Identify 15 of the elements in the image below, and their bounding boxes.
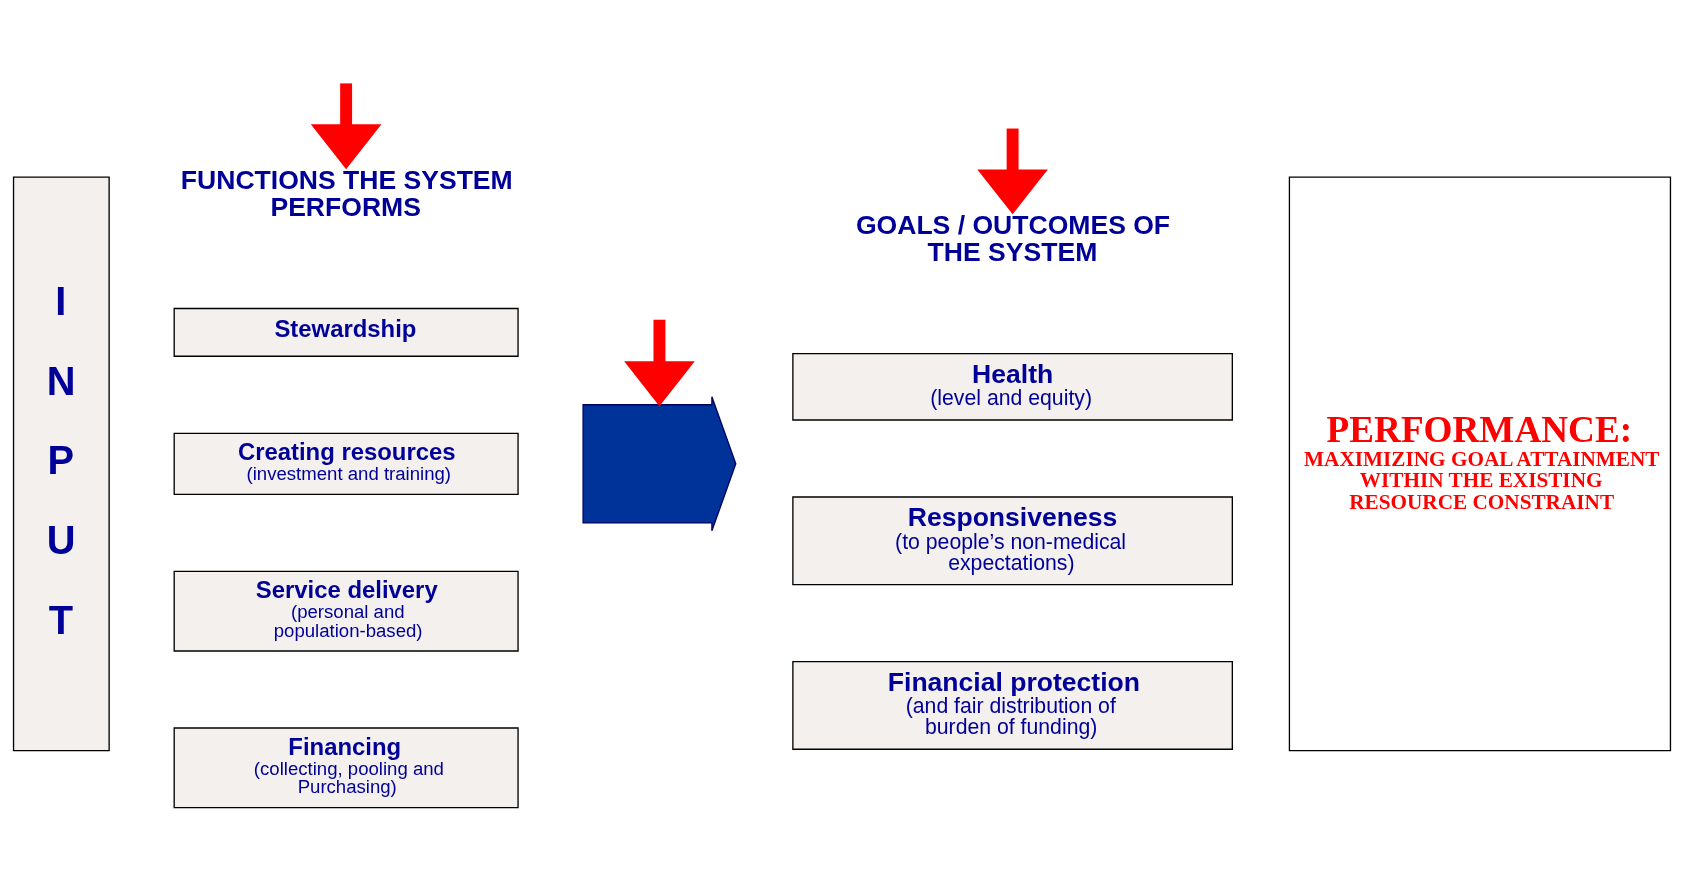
node-box: Service delivery (personal and population-based) [173, 570, 519, 652]
arrow [977, 128, 1048, 214]
node-box: PERFORMANCE: MAXIMIZING GOAL ATTAINMENT WITHIN THE EXISTING RESOURCE CONSTRAINT [1288, 175, 1672, 751]
node-text: GOALS / OUTCOMES OF THE SYSTEM [855, 209, 1171, 267]
node-box: Financing (collecting, pooling and Purchasing) [173, 726, 519, 808]
arrow [310, 82, 382, 169]
node-box: I N P U T [12, 175, 110, 751]
node-box: Health (level and equity) [792, 352, 1233, 421]
node-box: Financial protection (and fair distribution of burden of funding) [792, 660, 1233, 750]
arrow [624, 319, 695, 406]
node-arrow [582, 395, 737, 532]
node-box: Creating resources (investment and training) [173, 432, 519, 495]
node-text: FUNCTIONS THE SYSTEM PERFORMS [180, 164, 513, 222]
node-box: Stewardship [173, 307, 519, 357]
node-box: Responsiveness (to people’s non-medical expectations) [792, 495, 1233, 585]
